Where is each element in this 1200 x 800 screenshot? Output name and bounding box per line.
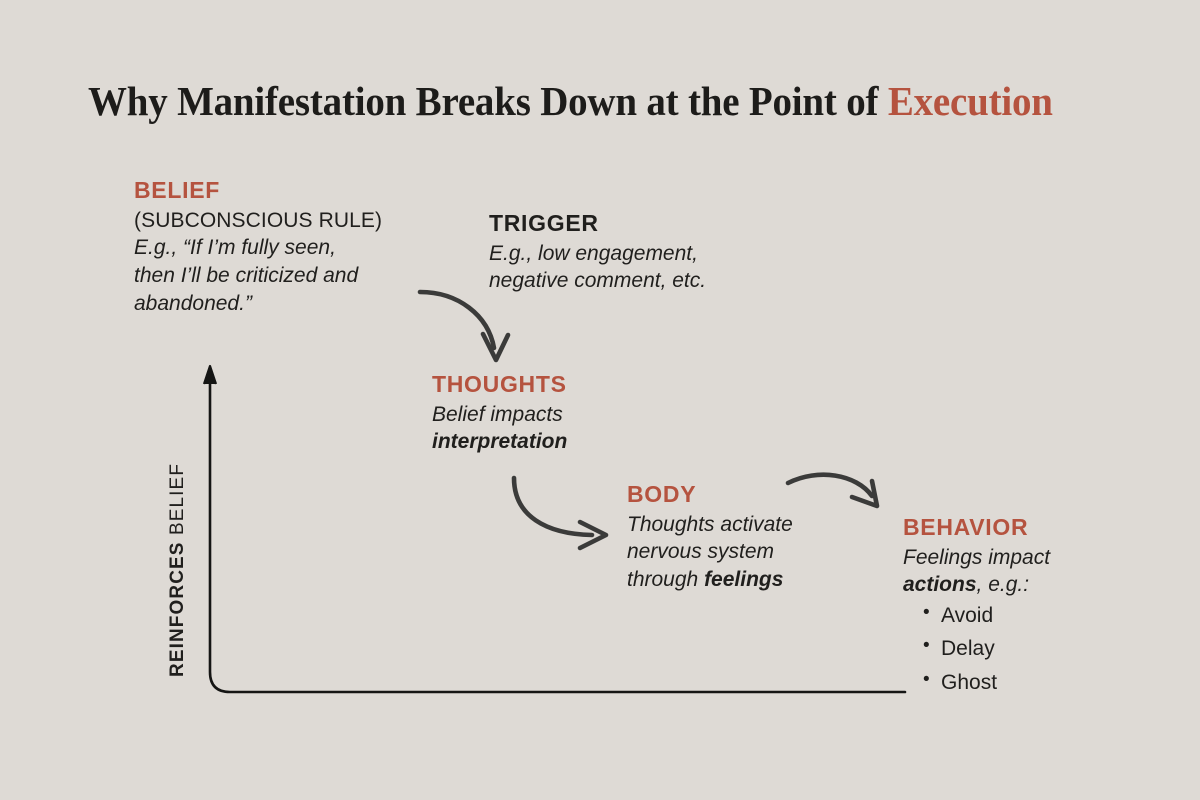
node-behavior-line2-emphasis: actions bbox=[903, 573, 977, 597]
node-belief: BELIEF (SUBCONSCIOUS RULE) E.g., “If I’m… bbox=[134, 176, 424, 318]
reinforces-belief-label-text: REINFORCES BELIEF bbox=[167, 417, 189, 677]
node-body-line3-prefix: through bbox=[627, 568, 705, 592]
node-behavior-bullet-list: Avoid Delay Ghost bbox=[903, 598, 1133, 699]
page-title-accent: Execution bbox=[887, 78, 1053, 125]
list-item: Delay bbox=[923, 631, 1133, 665]
list-item: Avoid bbox=[923, 598, 1133, 632]
node-trigger: TRIGGER E.g., low engagement, negative c… bbox=[489, 209, 739, 295]
node-thoughts-heading: THOUGHTS bbox=[432, 371, 567, 397]
node-body-line2: nervous system bbox=[627, 540, 775, 564]
node-body-line3-emphasis: feelings bbox=[704, 568, 784, 592]
arrow-belief-to-thoughts-icon bbox=[417, 289, 511, 363]
node-body: BODY Thoughts activate nervous system th… bbox=[627, 480, 837, 594]
node-thoughts: THOUGHTS Belief impacts interpretation bbox=[432, 370, 647, 456]
node-behavior-line1: Feelings impact bbox=[903, 545, 1051, 569]
node-trigger-line2: negative comment, etc. bbox=[489, 269, 707, 293]
page-title: Why Manifestation Breaks Down at the Poi… bbox=[88, 79, 1076, 124]
reinforces-belief-label-light: BELIEF bbox=[167, 462, 188, 542]
node-body-heading: BODY bbox=[627, 481, 697, 507]
node-behavior-line2-suffix: , e.g.: bbox=[976, 573, 1030, 597]
node-belief-subheading: (SUBCONSCIOUS RULE) bbox=[134, 208, 383, 232]
node-belief-line2: then I’ll be criticized and bbox=[134, 264, 359, 288]
node-thoughts-line1: Belief impacts bbox=[432, 402, 563, 426]
node-thoughts-line2-emphasis: interpretation bbox=[432, 430, 568, 454]
node-trigger-line1: E.g., low engagement, bbox=[489, 241, 698, 265]
arrow-thoughts-to-body-icon bbox=[511, 475, 609, 551]
node-behavior: BEHAVIOR Feelings impact actions, e.g.: … bbox=[903, 513, 1133, 699]
node-behavior-heading: BEHAVIOR bbox=[903, 514, 1029, 540]
node-trigger-heading: TRIGGER bbox=[489, 210, 599, 236]
node-belief-heading: BELIEF bbox=[134, 177, 220, 203]
page-title-main: Why Manifestation Breaks Down at the Poi… bbox=[88, 78, 888, 125]
node-belief-line3: abandoned.” bbox=[134, 291, 252, 315]
node-body-line1: Thoughts activate bbox=[627, 512, 793, 536]
node-belief-line1: E.g., “If I’m fully seen, bbox=[134, 236, 336, 260]
reinforces-belief-label-strong: REINFORCES bbox=[167, 541, 188, 677]
list-item: Ghost bbox=[923, 665, 1133, 699]
